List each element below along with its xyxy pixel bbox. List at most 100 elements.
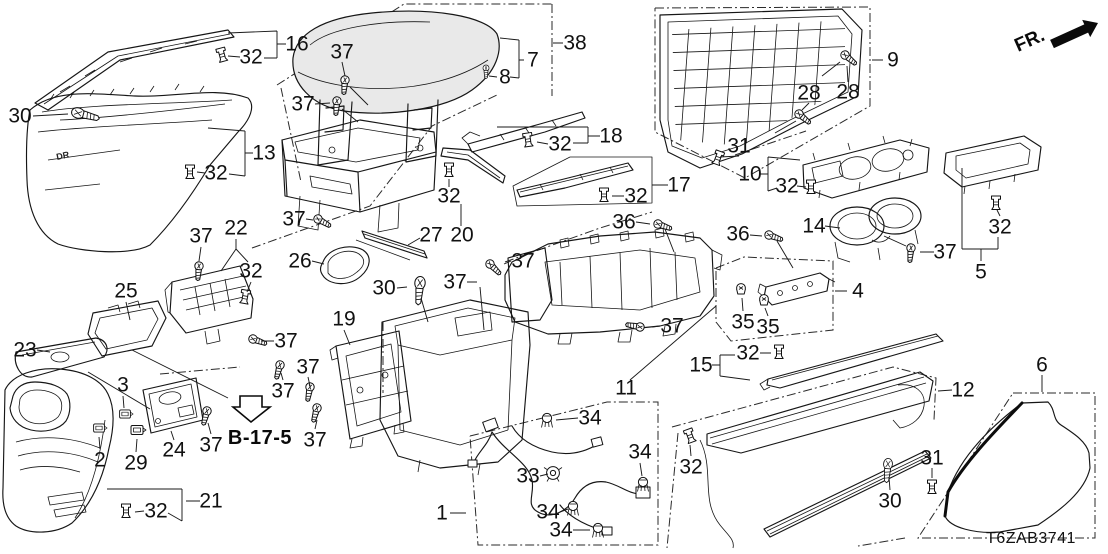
callout-37: 37 — [303, 429, 326, 452]
ref-page-label: B-17-5 — [228, 427, 292, 449]
callout-17: 17 — [667, 174, 690, 197]
callout-2: 2 — [94, 449, 106, 472]
box-clip-icon — [93, 423, 108, 433]
callout-34: 34 — [578, 407, 602, 430]
wire-clip-icon — [541, 412, 553, 428]
callout-32: 32 — [775, 175, 798, 198]
screw-icon — [792, 107, 814, 128]
push-clip-icon — [711, 149, 726, 167]
part-17-garnish-strip — [512, 156, 653, 207]
screw-icon — [302, 381, 316, 403]
leader-lines — [32, 30, 1043, 531]
callout-35: 35 — [731, 311, 754, 334]
callout-37: 37 — [443, 271, 466, 294]
part-11-console-frame — [504, 227, 723, 345]
part-18-garnish-strip — [461, 111, 586, 153]
callout-30: 30 — [878, 490, 901, 513]
callout-11: 11 — [615, 377, 637, 400]
callout-26: 26 — [288, 250, 311, 273]
callout-6: 6 — [1036, 354, 1048, 377]
part-9-net-panel — [659, 8, 863, 169]
push-clip-icon — [444, 162, 454, 177]
callout-28: 28 — [836, 81, 859, 104]
push-clip-icon — [121, 503, 131, 518]
part-6-side-panel — [943, 401, 1091, 533]
callout-37: 37 — [271, 380, 294, 403]
cap-clip-icon — [759, 294, 769, 306]
callout-37: 37 — [511, 250, 534, 273]
part-27-seal-strip — [355, 230, 428, 261]
part-4-rail — [757, 272, 836, 306]
callout-36: 36 — [726, 223, 749, 246]
callout-25: 25 — [114, 280, 137, 303]
callout-8: 8 — [499, 66, 511, 89]
callout-37: 37 — [199, 434, 222, 457]
callout-3: 3 — [117, 374, 129, 397]
part-15-garnish — [759, 333, 944, 391]
callout-32: 32 — [239, 46, 262, 69]
callout-24: 24 — [162, 439, 186, 462]
part-10-console-plate — [802, 135, 930, 199]
callout-16: 16 — [285, 33, 308, 56]
callout-22: 22 — [224, 217, 247, 240]
callout-10: 10 — [738, 163, 761, 186]
callout-14: 14 — [802, 215, 826, 238]
part-38-armrest — [292, 10, 500, 166]
panel-marking-label: DR — [55, 149, 70, 162]
diagram-code-label: T6ZAB3741 — [986, 530, 1076, 547]
callout-32: 32 — [548, 133, 571, 156]
part-19-bracket — [329, 330, 412, 449]
cap-clip-icon — [736, 283, 746, 295]
push-clip-icon — [215, 46, 229, 63]
big-screw-icon — [412, 275, 427, 306]
callout-37: 37 — [274, 330, 297, 353]
callout-34: 34 — [549, 519, 573, 542]
part-25-pocket-trim — [87, 300, 167, 357]
part-22-switch-panel — [164, 265, 254, 345]
screw-icon — [271, 359, 286, 381]
fr-direction-arrow-icon — [1050, 19, 1098, 49]
push-clip-icon — [991, 195, 1001, 210]
callout-32: 32 — [624, 185, 647, 208]
part-14-cup-holder — [829, 197, 922, 263]
push-clip-icon — [185, 164, 195, 179]
callout-13: 13 — [252, 142, 275, 165]
callout-32: 32 — [437, 185, 460, 208]
part-21-console-front — [2, 368, 114, 533]
callout-31: 31 — [727, 135, 750, 158]
fr-direction-label: FR. — [1011, 25, 1048, 57]
callout-12: 12 — [951, 379, 974, 402]
box-clip-icon — [119, 409, 134, 419]
push-clip-icon — [238, 288, 252, 305]
callout-37: 37 — [933, 241, 956, 264]
callout-30: 30 — [372, 277, 395, 300]
callout-15: 15 — [689, 354, 712, 377]
screw-icon — [624, 319, 646, 333]
part-16-trim-strip — [34, 29, 235, 111]
annotations: FR. B-17-5 T6ZAB3741 — [228, 19, 1098, 547]
screw-icon — [905, 242, 917, 264]
callout-37: 37 — [189, 225, 212, 248]
callout-32: 32 — [679, 456, 702, 479]
callout-32: 32 — [988, 216, 1011, 239]
screw-icon — [311, 212, 334, 231]
push-clip-icon — [927, 479, 937, 494]
callout-28: 28 — [797, 82, 820, 105]
callout-19: 19 — [332, 308, 355, 331]
screw-icon — [308, 402, 323, 424]
callout-31: 31 — [920, 447, 943, 470]
part-1-wire-harness — [467, 417, 651, 536]
callout-20: 20 — [450, 224, 473, 247]
callout-27: 27 — [419, 224, 442, 247]
screw-icon — [483, 257, 504, 278]
callout-38: 38 — [563, 32, 586, 55]
callout-21: 21 — [199, 490, 222, 513]
callout-32: 32 — [204, 162, 227, 185]
push-clip-icon — [522, 131, 534, 148]
part-11-storage-bin — [379, 299, 531, 476]
ref-down-arrow-icon — [230, 395, 273, 424]
part-5-trim-frame — [943, 135, 1042, 195]
